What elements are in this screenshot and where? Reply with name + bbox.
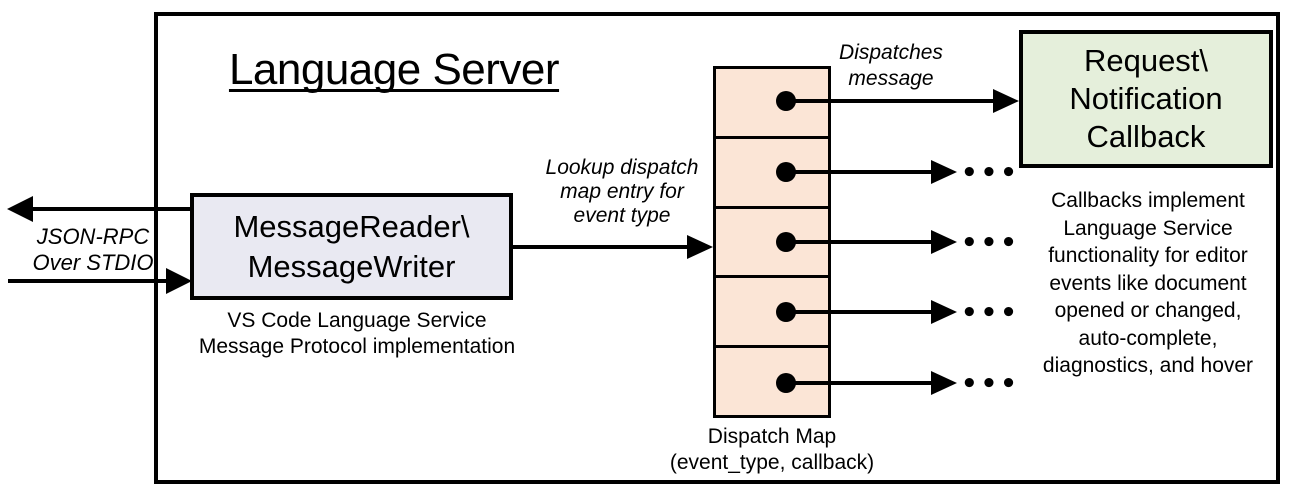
- dispatch-map-label-line1: Dispatch Map: [707, 425, 837, 448]
- lookup-label-line3: event type: [573, 204, 671, 227]
- json-rpc-label: JSON-RPC Over STDIO: [13, 224, 173, 276]
- lookup-label: Lookup dispatch map entry for event type: [522, 156, 722, 228]
- reader-title-line2: MessageWriter: [247, 248, 456, 284]
- callback-box: Request\ Notification Callback: [1019, 30, 1273, 168]
- callbacks-description-line: events like document: [1049, 271, 1247, 295]
- reader-title-line1: MessageReader\: [233, 208, 470, 244]
- reader-caption-line1: VS Code Language Service: [227, 309, 487, 332]
- outbound-arrow-line: [30, 207, 190, 211]
- reader-caption: VS Code Language Service Message Protoco…: [177, 308, 537, 360]
- lookup-arrow-line: [513, 245, 689, 249]
- inbound-arrow-line: [8, 279, 167, 283]
- language-server-box: [154, 12, 1280, 484]
- ellipsis-icon: •••: [961, 369, 1020, 399]
- dispatch-row-arrow-head-icon: [931, 300, 957, 324]
- inbound-arrow-head-icon: [166, 268, 192, 294]
- ellipsis-icon: •••: [961, 298, 1020, 328]
- lookup-arrow-head-icon: [687, 235, 713, 259]
- dispatches-label-line2: message: [848, 67, 934, 90]
- dispatches-label: Dispatches message: [806, 40, 976, 92]
- dispatch-row-arrow-line: [786, 310, 931, 314]
- dispatch-row-arrow-line: [786, 240, 931, 244]
- dispatch-map-cell: [716, 275, 828, 345]
- dispatch-row-arrow-line: [786, 170, 931, 174]
- dispatches-label-line1: Dispatches: [839, 41, 943, 64]
- dispatch-row-arrow-head-icon: [993, 89, 1019, 113]
- dispatch-row-arrow-head-icon: [931, 230, 957, 254]
- dispatch-row-arrow-head-icon: [931, 160, 957, 184]
- callbacks-description-line: Callbacks implement: [1051, 189, 1245, 212]
- dispatch-row-arrow-head-icon: [931, 371, 957, 395]
- callback-title-line2: Notification: [1069, 81, 1223, 116]
- callbacks-description: Callbacks implement Language Service fun…: [1020, 187, 1276, 380]
- lookup-label-line1: Lookup dispatch: [545, 156, 699, 179]
- dispatch-map-cell: [716, 135, 828, 206]
- dispatch-map-cell: [716, 345, 828, 415]
- message-reader-box: MessageReader\ MessageWriter: [190, 193, 513, 300]
- json-rpc-label-line2: Over STDIO: [32, 250, 154, 275]
- page-title-text: Language Server: [228, 45, 560, 94]
- callbacks-description-line: auto-complete,: [1078, 326, 1218, 350]
- callback-title-line1: Request\: [1083, 43, 1209, 78]
- dispatch-row-arrow-line: [786, 381, 931, 385]
- callbacks-description-line: opened or changed,: [1054, 299, 1242, 322]
- callbacks-description-line: diagnostics, and hover: [1042, 354, 1254, 377]
- reader-caption-line2: Message Protocol implementation: [198, 335, 516, 358]
- lookup-label-line2: map entry for: [560, 180, 684, 203]
- dispatch-map-cell: [716, 205, 828, 276]
- outbound-arrow-head-icon: [7, 196, 33, 222]
- dispatch-map-label-line2: (event_type, callback): [669, 450, 875, 474]
- ellipsis-icon: •••: [961, 228, 1020, 258]
- ellipsis-icon: •••: [961, 158, 1020, 188]
- callbacks-description-line: functionality for editor: [1048, 244, 1248, 267]
- page-title: Language Server: [194, 44, 594, 97]
- dispatch-row-arrow-line: [786, 99, 993, 103]
- callback-title-line3: Callback: [1086, 119, 1206, 154]
- json-rpc-label-line1: JSON-RPC: [36, 224, 150, 249]
- dispatch-map-label: Dispatch Map (event_type, callback): [652, 424, 892, 475]
- callbacks-description-line: Language Service: [1063, 216, 1233, 240]
